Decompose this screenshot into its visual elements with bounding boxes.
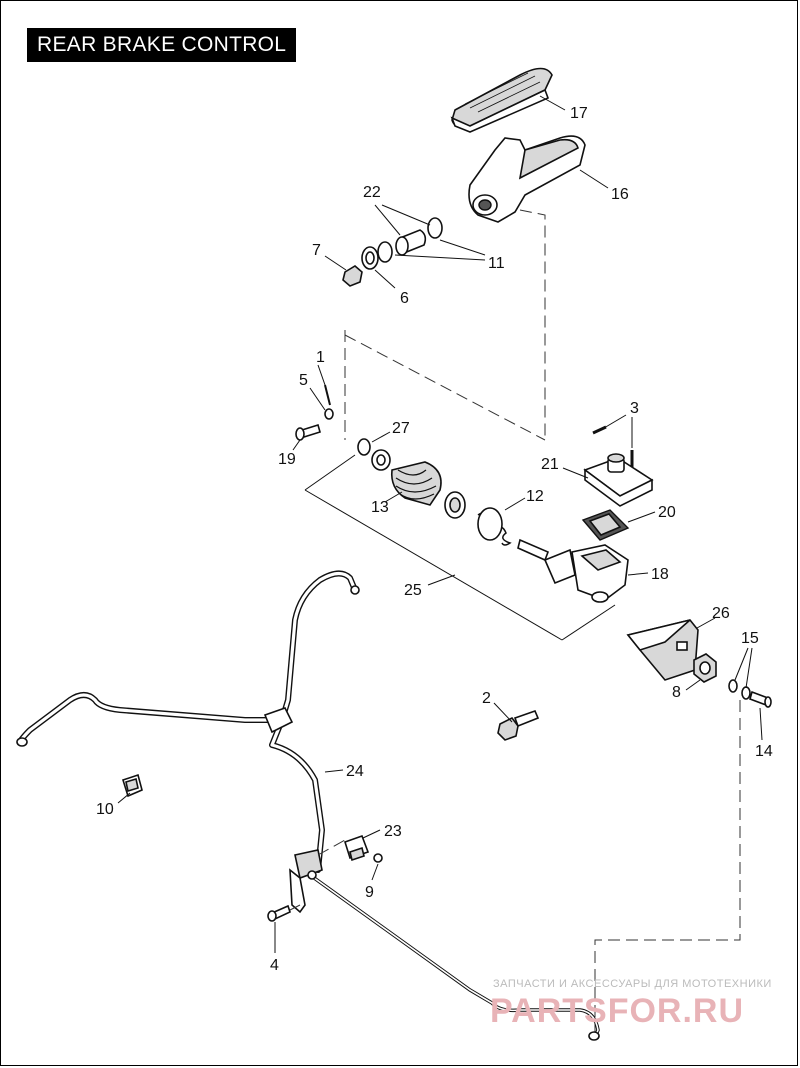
part-label-13: 13 bbox=[371, 499, 389, 516]
reservoir-diaphragm-part[interactable] bbox=[581, 509, 630, 541]
watermark: ЗАПЧАСТИ И АКСЕССУАРЫ ДЛЯ МОТОТЕХНИКИ PA… bbox=[490, 978, 772, 1030]
part-label-9: 9 bbox=[365, 884, 374, 901]
part-label-23: 23 bbox=[384, 823, 402, 840]
bracket-cover-part[interactable] bbox=[626, 619, 699, 681]
part-label-2: 2 bbox=[482, 690, 491, 707]
part-label-27: 27 bbox=[392, 420, 410, 437]
page-title: REAR BRAKE CONTROL bbox=[27, 28, 297, 62]
part-label-1: 1 bbox=[316, 349, 325, 366]
part-label-19: 19 bbox=[278, 451, 296, 468]
pedal-pad-part[interactable] bbox=[450, 67, 553, 133]
master-cylinder-part[interactable] bbox=[517, 538, 629, 603]
boot-seal-part[interactable] bbox=[444, 491, 466, 519]
reservoir-cover-part[interactable] bbox=[583, 453, 654, 507]
part-label-3: 3 bbox=[630, 400, 639, 417]
watermark-tagline: ЗАПЧАСТИ И АКСЕССУАРЫ ДЛЯ МОТОТЕХНИКИ bbox=[493, 978, 772, 990]
part-label-26: 26 bbox=[712, 605, 730, 622]
part-label-18: 18 bbox=[651, 566, 669, 583]
part-label-15: 15 bbox=[741, 630, 759, 647]
clevis-pin-part[interactable] bbox=[295, 423, 321, 441]
part-label-6: 6 bbox=[400, 290, 409, 307]
brake-pedal-lever-part[interactable] bbox=[468, 135, 586, 223]
assembly-dashed-lines bbox=[344, 209, 741, 1035]
master-cylinder-assembly-outline bbox=[304, 454, 616, 641]
part-number-labels: 1 2 3 4 5 6 7 8 9 10 11 12 13 14 15 16 1… bbox=[96, 105, 773, 974]
watermark-brand: PARTSFOR.RU bbox=[490, 992, 744, 1030]
pivot-hardware-part[interactable] bbox=[342, 217, 443, 287]
part-label-11: 11 bbox=[488, 255, 505, 272]
bracket-bolt-part[interactable] bbox=[267, 904, 301, 922]
junction-bracket-part[interactable] bbox=[289, 849, 323, 914]
part-label-22: 22 bbox=[363, 184, 381, 201]
part-label-24: 24 bbox=[346, 763, 364, 780]
part-label-4: 4 bbox=[270, 957, 279, 974]
part-label-20: 20 bbox=[658, 504, 676, 521]
line-clip-part[interactable] bbox=[122, 773, 143, 798]
part-label-25: 25 bbox=[404, 582, 422, 599]
washer-bolt-part[interactable] bbox=[728, 679, 772, 708]
part-label-14: 14 bbox=[755, 743, 773, 760]
brake-line-rear-part[interactable] bbox=[308, 873, 600, 1041]
part-label-5: 5 bbox=[299, 372, 308, 389]
part-label-16: 16 bbox=[611, 186, 629, 203]
retaining-ring-part[interactable] bbox=[357, 438, 391, 471]
return-spring-part[interactable] bbox=[477, 507, 512, 546]
hex-nut-part[interactable] bbox=[693, 653, 717, 683]
part-label-17: 17 bbox=[570, 105, 588, 122]
part-label-8: 8 bbox=[672, 684, 681, 701]
part-label-7: 7 bbox=[312, 242, 321, 259]
brake-line-part[interactable] bbox=[16, 570, 360, 873]
cotter-pin-part[interactable] bbox=[324, 384, 334, 420]
rubber-boot-part[interactable] bbox=[390, 461, 442, 506]
part-label-21: 21 bbox=[541, 456, 559, 473]
part-label-12: 12 bbox=[526, 488, 544, 505]
part-label-10: 10 bbox=[96, 801, 114, 818]
brake-light-switch-part[interactable] bbox=[317, 834, 383, 863]
mounting-bolt-part[interactable] bbox=[497, 709, 540, 741]
